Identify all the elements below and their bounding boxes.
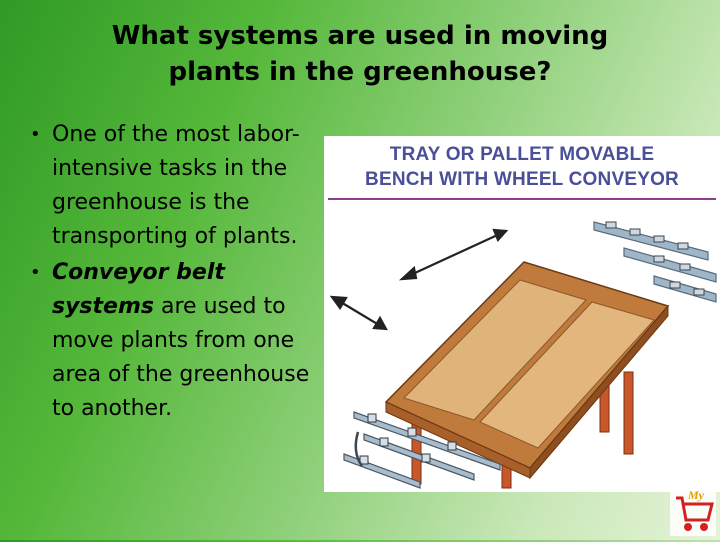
title-line-2: plants in the greenhouse? bbox=[168, 57, 552, 87]
cart-logo: My bbox=[668, 484, 718, 538]
rail-wheels bbox=[605, 221, 705, 296]
bullet-dot-icon: • bbox=[30, 124, 41, 145]
bench-illustration bbox=[329, 221, 717, 489]
movement-arrows bbox=[329, 228, 509, 331]
bullet-list: • One of the most labor-intensive tasks … bbox=[28, 118, 328, 428]
tray-right bbox=[479, 301, 655, 449]
front-rollers bbox=[359, 413, 457, 465]
bench-conveyor-figure: TRAY OR PALLET MOVABLE BENCH WITH WHEEL … bbox=[324, 136, 720, 492]
tray-side-edge bbox=[529, 304, 669, 480]
bullet-text: are used to move plants from one area of… bbox=[52, 294, 310, 421]
crank-handle bbox=[354, 431, 364, 467]
slide-title: What systems are used in moving plants i… bbox=[20, 18, 700, 90]
bullet-dot-icon: • bbox=[30, 262, 41, 283]
bullet-item-1: • One of the most labor-intensive tasks … bbox=[28, 118, 328, 254]
figure-title: TRAY OR PALLET MOVABLE BENCH WITH WHEEL … bbox=[324, 142, 720, 192]
logo-label: My bbox=[687, 488, 705, 502]
shopping-cart-icon: My bbox=[670, 486, 716, 536]
figure-title-line-2: BENCH WITH WHEEL CONVEYOR bbox=[365, 169, 679, 190]
figure-divider bbox=[328, 198, 716, 200]
bullet-emphasis: Conveyor belt systems bbox=[52, 260, 225, 319]
figure-title-line-1: TRAY OR PALLET MOVABLE bbox=[389, 144, 655, 165]
bullet-item-2: • Conveyor belt systems are used to move… bbox=[28, 256, 328, 426]
tray-left bbox=[403, 279, 587, 421]
bullet-text: One of the most labor-intensive tasks in… bbox=[52, 122, 300, 249]
title-line-1: What systems are used in moving bbox=[111, 21, 609, 51]
